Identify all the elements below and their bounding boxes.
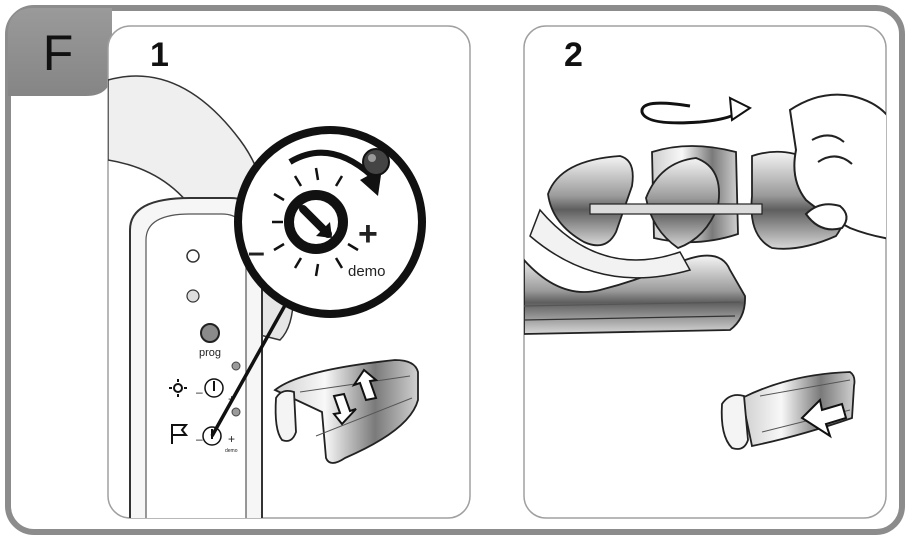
control-panel-face [146, 214, 246, 540]
finger-tip-ball [363, 149, 389, 175]
axle [590, 204, 762, 214]
step-2-number: 2 [564, 36, 583, 74]
prog-label: prog [199, 347, 221, 359]
dial-plus: + [358, 215, 378, 253]
step-1-number: 1 [150, 36, 169, 74]
dial-minus: – [248, 236, 265, 269]
section-letter: F [43, 25, 74, 81]
flag-minus: – [196, 432, 203, 446]
indicator-led [187, 250, 199, 262]
dial-demo-label: demo [348, 263, 386, 280]
flag-plus: + [228, 432, 235, 446]
status-led-2 [232, 408, 240, 416]
fan-button-icon [187, 290, 199, 302]
prog-button [201, 324, 219, 342]
flag-demo-label: demo [225, 448, 238, 454]
brightness-minus: – [196, 385, 203, 399]
dial-magnifier: – + demo [234, 126, 426, 318]
status-led-1 [232, 362, 240, 370]
